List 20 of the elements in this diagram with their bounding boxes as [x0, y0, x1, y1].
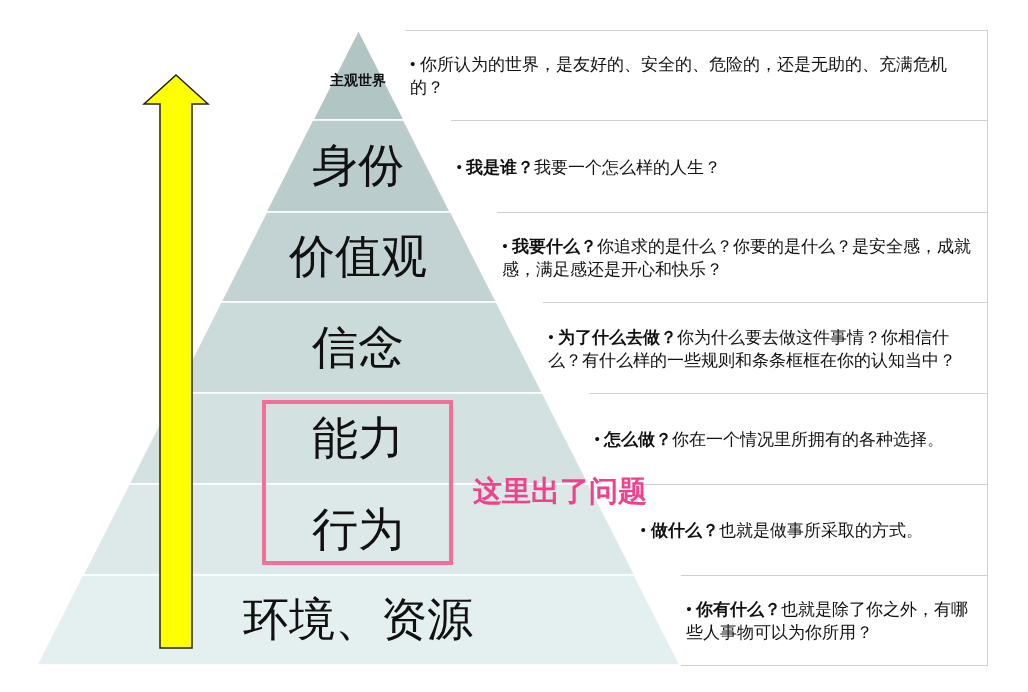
- level-label: 价值观: [289, 230, 428, 284]
- description-text: • 我要什么？你追求的是什么？你要的是什么？是安全感，成就感，满足感还是开心和快乐？: [501, 236, 973, 281]
- description-row: [496, 212, 988, 303]
- level-label: 能力: [312, 411, 405, 466]
- level-label: 身份: [312, 139, 405, 193]
- description-row: [451, 120, 988, 213]
- level-label: 信念: [312, 320, 405, 375]
- description-text: • 做什么？也就是做事所采取的方式。: [640, 520, 924, 542]
- description-row: [543, 302, 988, 394]
- level-label: 行为: [312, 502, 405, 557]
- level-label: 环境、资源: [243, 593, 474, 647]
- description-text: • 你所认为的世界，是友好的、安全的、危险的，还是无助的、充满危机的？: [409, 54, 948, 99]
- description-row: [680, 575, 988, 666]
- description-text: • 你有什么？也就是除了你之外，有哪些人事物可以为你所用？: [685, 598, 970, 644]
- description-text: • 我是谁？我要一个怎么样的人生？: [456, 156, 723, 179]
- problem-note: 这里出了问题: [473, 473, 647, 510]
- description-text: • 怎么做？你在一个情况里所拥有的各种选择。: [594, 429, 946, 451]
- level-label: 主观世界: [330, 72, 387, 90]
- description-text: • 为了什么去做？你为什么要去做这件事情？你相信什么？有什么样的一些规则和条条框框在你的认知当中？: [548, 326, 958, 372]
- description-row: [404, 30, 988, 121]
